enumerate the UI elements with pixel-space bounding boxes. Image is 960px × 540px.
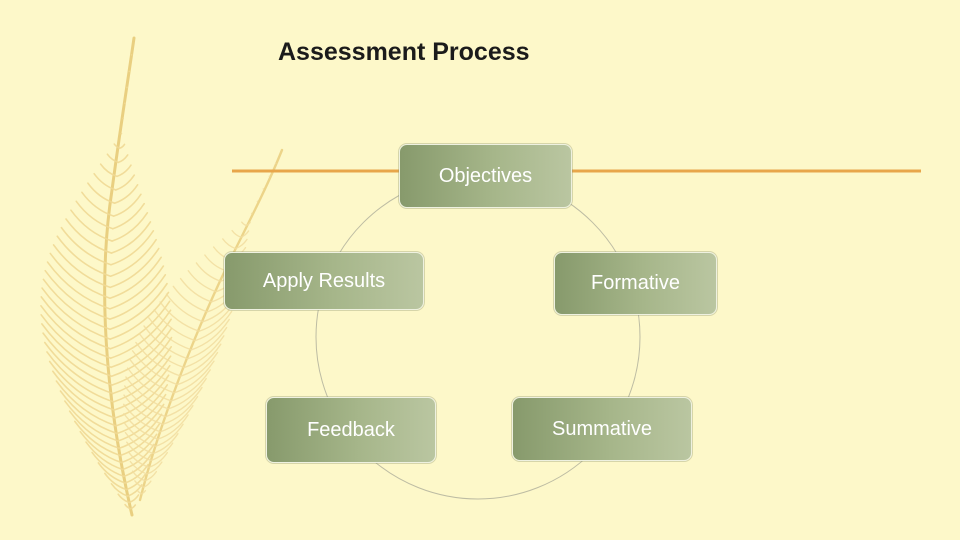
cycle-node-objectives: Objectives	[399, 144, 572, 208]
cycle-node-formative: Formative	[554, 252, 717, 315]
cycle-node-apply-results: Apply Results	[224, 252, 424, 310]
cycle-node-summative: Summative	[512, 397, 692, 461]
slide-title: Assessment Process	[278, 38, 530, 66]
cycle-node-feedback: Feedback	[266, 397, 436, 463]
